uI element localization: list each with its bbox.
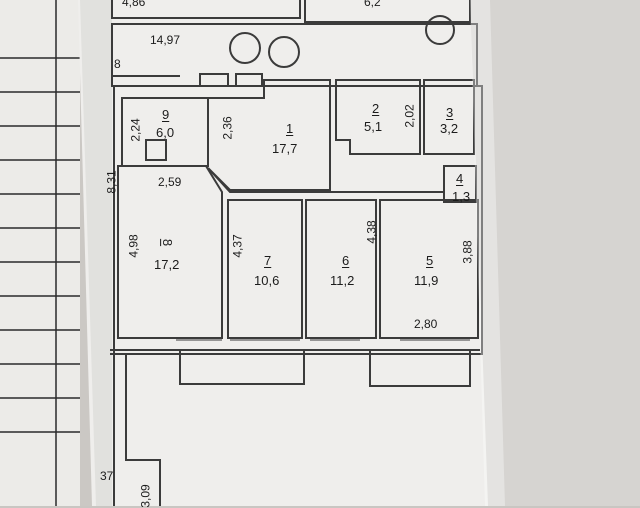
room-5-area: 11,9	[414, 273, 439, 288]
room-1-area: 17,7	[272, 141, 298, 156]
room-9-area: 6,0	[156, 125, 175, 140]
dim-bottom-3-09: 3,09	[138, 484, 153, 508]
room-1-number: 1	[286, 121, 294, 136]
dim-3-88: 3,88	[460, 240, 475, 264]
dim-2-80: 2,80	[414, 317, 438, 331]
right-shadow	[470, 0, 640, 506]
room-4-area: 1,3	[452, 189, 471, 204]
partial-dim-left: 4,86	[122, 0, 146, 9]
dim-2-02: 2,02	[402, 104, 417, 128]
dim-bottom-37: 37	[100, 469, 114, 483]
glare	[470, 0, 505, 506]
dim-4-37: 4,37	[230, 234, 245, 258]
room-2-number: 2	[372, 101, 380, 116]
side-dimension-label: 8,31	[104, 170, 119, 194]
room-8-number: 8	[160, 238, 176, 247]
walls	[110, 0, 483, 506]
room-8-area: 17,2	[154, 257, 180, 272]
room-6-number: 6	[342, 253, 350, 268]
room-3-number: 3	[446, 105, 454, 120]
plastic-sleeve-edge	[80, 0, 112, 506]
room-5-number: 5	[426, 253, 434, 268]
left-edge-label: 8	[114, 57, 121, 71]
plan-paper	[78, 0, 500, 506]
dim-4-98: 4,98	[126, 234, 141, 258]
ruled-sheet	[0, 0, 80, 506]
corridor-width-label: 14,97	[150, 33, 181, 47]
room-4-number: 4	[456, 171, 464, 186]
fixture-circles	[229, 15, 455, 68]
room-9-number: 9	[162, 107, 170, 122]
dim-2-59: 2,59	[158, 175, 182, 189]
room-2-area: 5,1	[364, 119, 383, 134]
dim-4-38: 4,38	[364, 220, 379, 244]
partial-dim-right: 6,2	[364, 0, 381, 9]
room-7-number: 7	[264, 253, 272, 268]
dim-2-24: 2,24	[128, 118, 143, 142]
room-6-area: 11,2	[330, 273, 355, 288]
room-7-area: 10,6	[254, 273, 280, 288]
room-3-area: 3,2	[440, 121, 459, 136]
dim-2-36: 2,36	[220, 116, 235, 140]
